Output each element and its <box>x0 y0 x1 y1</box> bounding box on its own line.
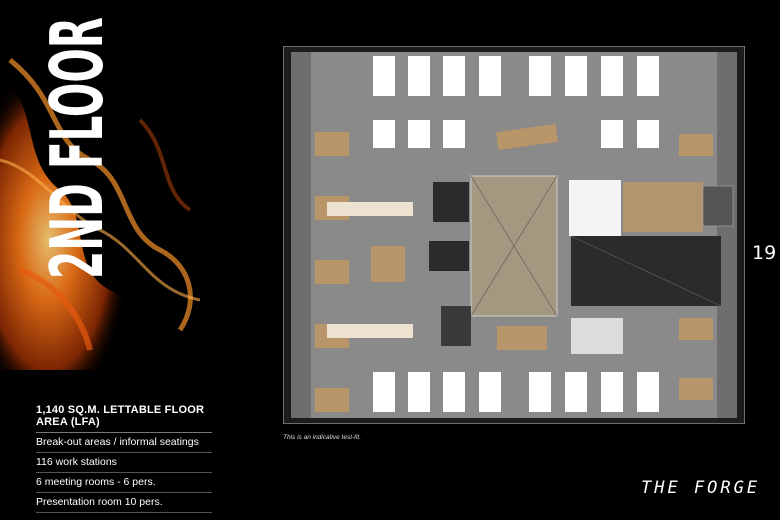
facade-strip-right <box>717 52 737 418</box>
floor-plan <box>283 46 745 424</box>
long-bench <box>327 324 413 338</box>
floor-specs: 1,140 SQ.M. LETTABLE FLOOR AREA (LFA) Br… <box>36 404 212 513</box>
page-number: 19 <box>752 242 777 264</box>
desk <box>408 56 430 96</box>
meeting-room-table <box>679 134 713 156</box>
flame-graphic <box>0 58 201 370</box>
desk <box>601 120 623 148</box>
desk <box>443 372 465 412</box>
spec-item: Presentation room 10 pers. <box>36 493 212 513</box>
desk <box>637 120 659 148</box>
meeting-table-diagonal <box>496 123 558 151</box>
breakout-table <box>371 246 405 282</box>
desk <box>408 120 430 148</box>
desk <box>443 120 465 148</box>
lift-block <box>429 241 469 271</box>
spec-item: 6 meeting rooms - 6 pers. <box>36 473 212 493</box>
stair-lower <box>441 306 471 346</box>
desk <box>373 120 395 148</box>
long-bench <box>327 202 413 216</box>
spec-item: 116 work stations <box>36 453 212 473</box>
brand-logo: THE FORGE <box>641 478 761 498</box>
desk <box>373 56 395 96</box>
meeting-room-table <box>315 388 349 412</box>
spec-headline: 1,140 SQ.M. LETTABLE FLOOR AREA (LFA) <box>36 404 212 433</box>
desk-row-mid <box>373 120 659 148</box>
desk-row-top <box>373 56 659 96</box>
desk <box>601 372 623 412</box>
desk <box>443 56 465 96</box>
desk <box>373 372 395 412</box>
meeting-room-table <box>679 378 713 400</box>
core-cross <box>470 175 558 317</box>
desk <box>479 56 501 96</box>
desk <box>479 372 501 412</box>
spec-item: Break-out areas / informal seatings <box>36 433 212 453</box>
presentation-room <box>623 182 703 232</box>
desk <box>565 56 587 96</box>
stair-block <box>433 182 469 222</box>
desk <box>529 56 551 96</box>
meeting-room-table <box>315 132 349 156</box>
dark-core-cross <box>570 235 722 307</box>
grid-vent <box>702 185 734 227</box>
disclaimer-note: This is an indicative test-fit. <box>283 434 362 441</box>
desk <box>601 56 623 96</box>
meeting-room-table <box>315 260 349 284</box>
floor-title: 2ND FLOOR <box>35 17 119 279</box>
desk <box>637 56 659 96</box>
desk <box>408 372 430 412</box>
desk-row-bottom <box>373 372 659 412</box>
desk <box>637 372 659 412</box>
meeting-room-table <box>679 318 713 340</box>
desk <box>529 372 551 412</box>
meeting-table-center <box>497 326 547 350</box>
floor-title-text: 2ND FLOOR <box>35 17 119 279</box>
desk <box>565 372 587 412</box>
facade-strip-left <box>291 52 311 418</box>
open-lobby <box>569 180 621 236</box>
meeting-rooms <box>315 132 713 412</box>
wc-block <box>571 318 623 354</box>
